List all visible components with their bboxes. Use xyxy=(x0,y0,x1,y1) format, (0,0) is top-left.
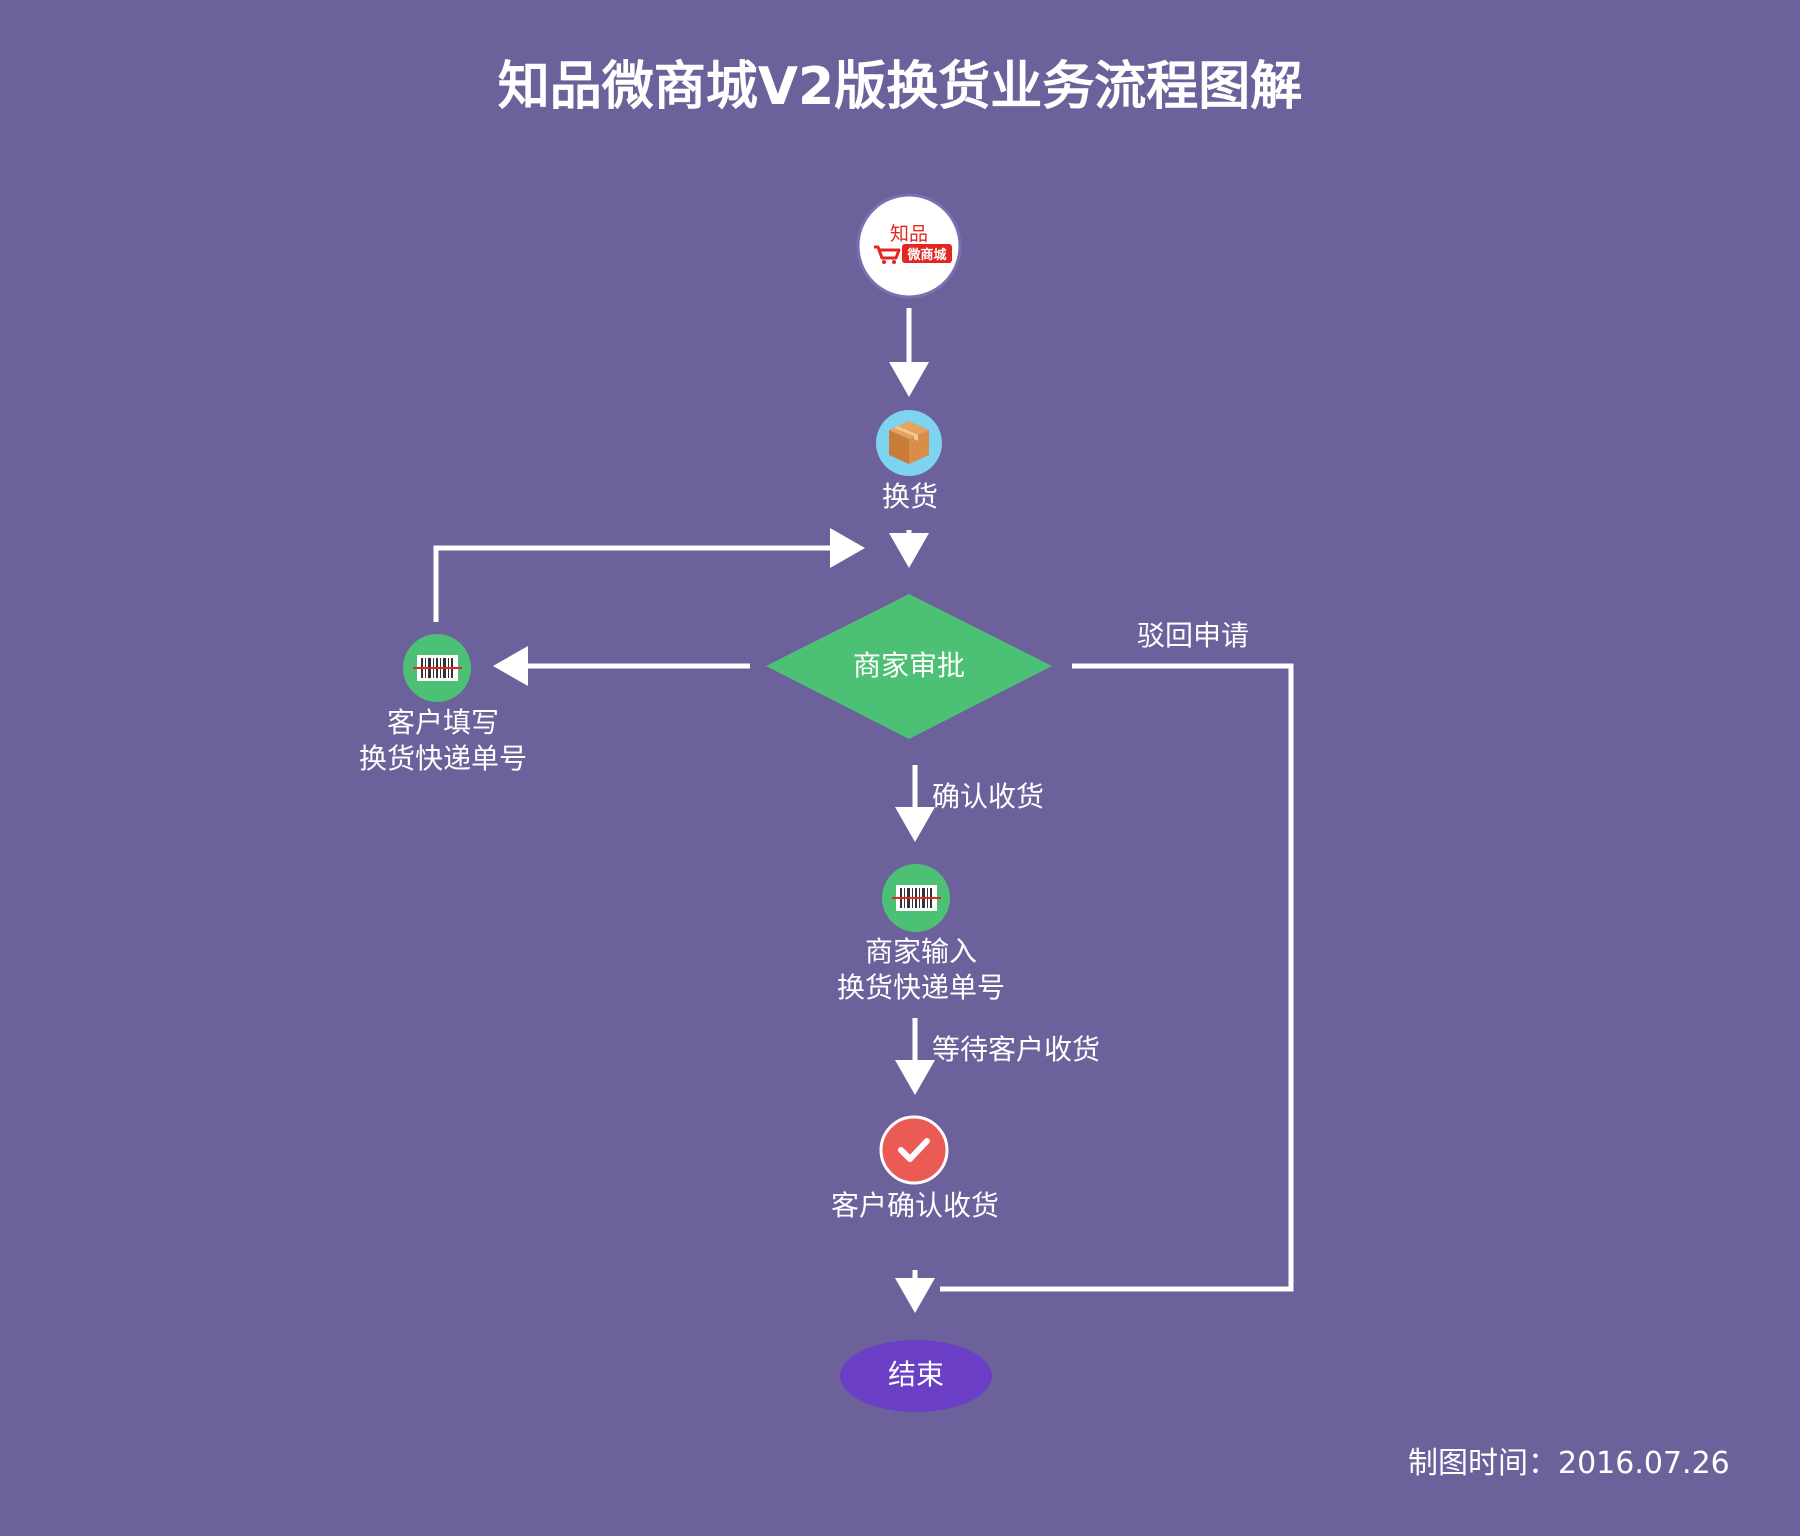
node-label-merchant-approval: 商家审批 xyxy=(852,649,966,682)
node-label-end: 结束 xyxy=(887,1358,945,1391)
merchant-approval-diamond xyxy=(766,594,1052,739)
node-label-customer-fill-line2: 换货快递单号 xyxy=(358,742,528,775)
arrow-reject-to-end xyxy=(940,663,1294,1292)
node-label-merchant-input-line2: 换货快递单号 xyxy=(836,971,1006,1004)
edge-label-reject: 驳回申请 xyxy=(1137,619,1250,652)
edge-label-confirm-receipt: 确认收货 xyxy=(932,780,1045,813)
node-label-exchange: 换货 xyxy=(881,480,939,513)
barcode-icon xyxy=(882,864,950,932)
edge-label-await-customer: 等待客户收货 xyxy=(932,1033,1101,1066)
package-box-icon xyxy=(876,410,942,476)
barcode-icon xyxy=(403,634,471,702)
svg-text:知品: 知品 xyxy=(890,223,928,245)
end-ellipse xyxy=(840,1340,992,1412)
svg-text:微商城: 微商城 xyxy=(906,247,946,263)
footer-timestamp: 制图时间：2016.07.26 xyxy=(1408,1446,1730,1481)
checkmark-icon xyxy=(879,1115,949,1185)
page-title: 知品微商城V2版换货业务流程图解 xyxy=(497,57,1303,117)
node-label-customer-fill-line1: 客户填写 xyxy=(386,706,500,739)
node-label-customer-confirm: 客户确认收货 xyxy=(830,1189,1000,1222)
arrow-loop-back-to-approval xyxy=(433,528,865,622)
node-label-merchant-input-line1: 商家输入 xyxy=(864,935,978,968)
logo-icon: 知品 微商城 xyxy=(856,193,962,299)
